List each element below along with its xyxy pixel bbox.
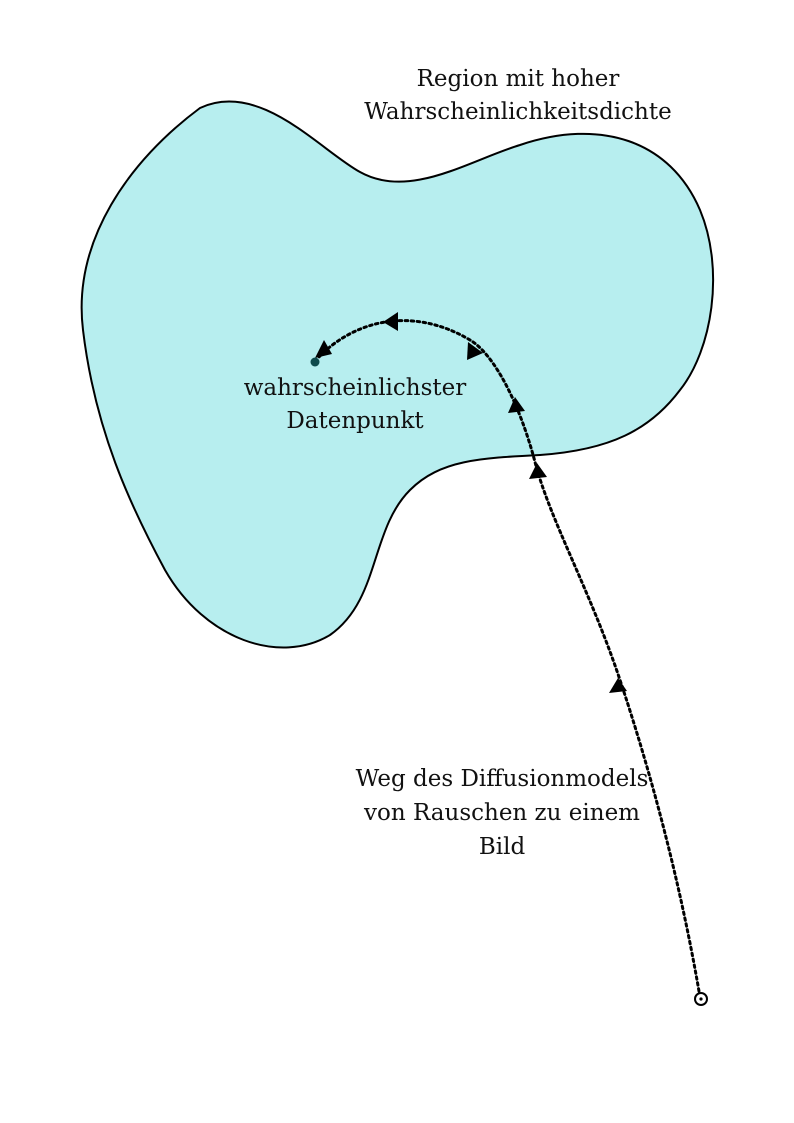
- point-label-line2: Datenpunkt: [286, 408, 424, 434]
- path-arrow-6: [315, 340, 332, 358]
- path-label-line3: Bild: [479, 834, 526, 860]
- high-density-region: [80, 100, 715, 649]
- path-arrow-4: [467, 342, 483, 360]
- path-arrow-5: [383, 312, 398, 331]
- most-probable-point: [310, 357, 320, 367]
- path-arrow-1: [609, 678, 627, 693]
- path-arrow-2: [529, 463, 547, 479]
- path-label-line1: Weg des Diffusionmodels: [356, 766, 649, 792]
- path-arrow-3: [508, 397, 525, 413]
- point-label-line1: wahrscheinlichster: [244, 375, 467, 401]
- region-label-line1: Region mit hoher: [417, 66, 620, 92]
- noise-start-center: [699, 997, 703, 1001]
- path-label-line2: von Rauschen zu einem: [363, 800, 640, 826]
- region-label-line2: Wahrscheinlichkeitsdichte: [364, 99, 671, 125]
